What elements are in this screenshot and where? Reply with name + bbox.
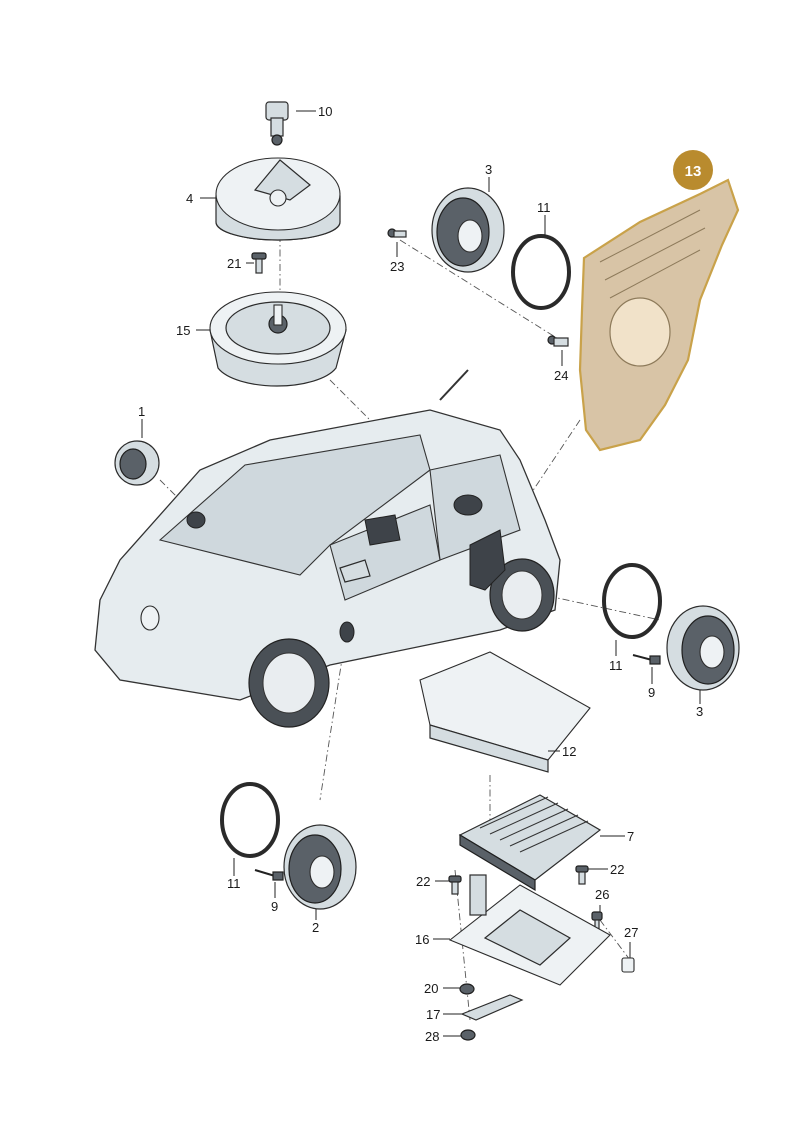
callout-22-right[interactable]: 22	[610, 862, 624, 877]
part-3-speaker-top[interactable]	[431, 187, 505, 273]
part-12-pad[interactable]	[419, 651, 591, 773]
callout-4[interactable]: 4	[186, 191, 193, 206]
part-11-seal-ring-bottom[interactable]	[220, 782, 280, 858]
callout-24[interactable]: 24	[554, 368, 568, 383]
callout-27[interactable]: 27	[624, 925, 638, 940]
part-1-tweeter[interactable]	[114, 440, 160, 486]
callout-17[interactable]: 17	[426, 1007, 440, 1022]
callout-20[interactable]: 20	[424, 981, 438, 996]
callout-26[interactable]: 26	[595, 887, 609, 902]
leader-lines	[141, 110, 701, 1037]
callout-11-bottom[interactable]: 11	[227, 876, 241, 891]
part-16-bracket[interactable]	[448, 874, 611, 986]
part-28-nut[interactable]	[460, 1029, 476, 1041]
highlight-badge-13[interactable]: 13	[673, 150, 713, 190]
part-15-speaker-housing[interactable]	[209, 291, 347, 387]
callout-10[interactable]: 10	[318, 104, 332, 119]
part-22-screw-right[interactable]	[575, 865, 589, 885]
part-17-plate[interactable]	[460, 994, 524, 1021]
part-20-nut[interactable]	[459, 983, 475, 995]
callout-21[interactable]: 21	[227, 256, 241, 271]
callout-labels: 10 4 21 15 3 11 23 24 1 11 9 3 12 7 11 9…	[138, 104, 703, 1044]
callout-3-right[interactable]: 3	[696, 704, 703, 719]
part-13-speaker-carrier[interactable]	[578, 178, 740, 452]
callout-16[interactable]: 16	[415, 932, 429, 947]
callout-7[interactable]: 7	[627, 829, 634, 844]
callout-22-left[interactable]: 22	[416, 874, 430, 889]
part-24-clip[interactable]	[547, 335, 569, 347]
part-3-speaker-right[interactable]	[666, 605, 740, 691]
callout-1[interactable]: 1	[138, 404, 145, 419]
callout-3-top[interactable]: 3	[485, 162, 492, 177]
part-9-screw-right[interactable]	[632, 654, 661, 665]
highlight-badge-circle	[673, 150, 713, 190]
part-10-sensor[interactable]	[265, 101, 289, 146]
callout-15[interactable]: 15	[176, 323, 190, 338]
part-7-amplifier[interactable]	[458, 794, 602, 892]
callout-9-right[interactable]: 9	[648, 685, 655, 700]
part-27-connector[interactable]	[621, 957, 635, 973]
callout-11-right[interactable]: 11	[609, 658, 623, 673]
highlight-badge-label: 13	[685, 163, 702, 180]
part-11-seal-ring-top[interactable]	[511, 234, 571, 310]
callout-28[interactable]: 28	[425, 1029, 439, 1044]
part-11-seal-ring-right[interactable]	[602, 563, 662, 639]
callout-12[interactable]: 12	[562, 744, 576, 759]
callout-23[interactable]: 23	[390, 259, 404, 274]
callout-11-top[interactable]: 11	[537, 200, 551, 215]
car-illustration	[94, 369, 561, 728]
part-9-screw-bottom[interactable]	[254, 869, 284, 881]
callout-9-bottom[interactable]: 9	[271, 899, 278, 914]
part-4-speaker-cover[interactable]	[215, 157, 341, 241]
part-23-clip[interactable]	[387, 228, 407, 238]
part-22-screw-left[interactable]	[448, 875, 462, 895]
part-21-screw[interactable]	[251, 252, 267, 274]
callout-2[interactable]: 2	[312, 920, 319, 935]
part-2-speaker[interactable]	[283, 824, 357, 910]
